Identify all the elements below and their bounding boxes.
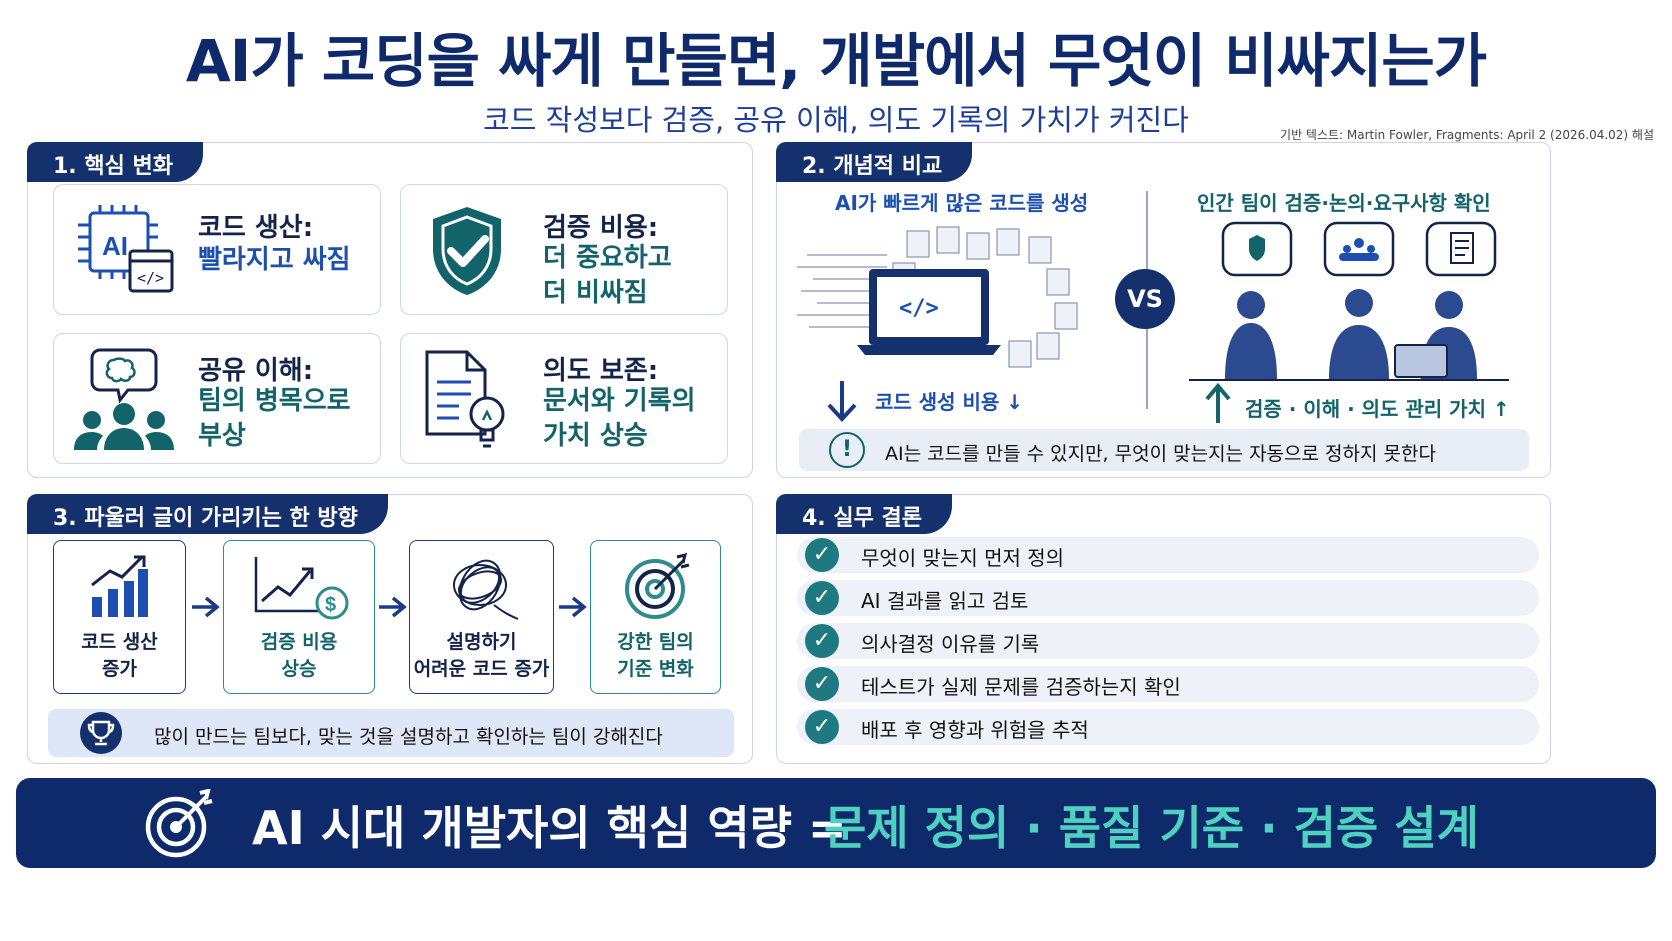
arrow-right-icon [192,596,220,618]
step-line2: 증가 [102,658,137,680]
step-line2: 상승 [281,658,317,680]
card-verification-cost: 검증 비용: 더 중요하고 더 비싸짐 [400,184,728,315]
svg-text:</>: </> [137,269,164,287]
team-brain-icon [74,348,174,450]
arrow-right-icon [379,596,407,618]
check-icon: ✓ [805,710,839,744]
concept-note: ! AI는 코드를 만들 수 있지만, 무엇이 맞는지는 자동으로 정하지 못한… [799,429,1529,471]
checklist-item: ✓ 의사결정 이유를 기록 [797,623,1539,659]
footer-lead: AI 시대 개발자의 핵심 역량 = [252,801,847,855]
checklist-item: ✓ 배포 후 영향과 위험을 추적 [797,709,1539,745]
step-line2: 기준 변화 [617,658,694,680]
checklist-item: ✓ AI 결과를 읽고 검토 [797,580,1539,616]
card-body: 팀의 병목으로 부상 [198,386,351,451]
arrow-up-icon [1205,383,1231,423]
code-generation-illustration: </> [797,226,1078,368]
card-body: 더 중요하고 더 비싸짐 [543,243,672,308]
card-body: 문서와 기록의 가치 상승 [543,386,696,451]
footer-banner: AI 시대 개발자의 핵심 역량 = 문제 정의 · 품질 기준 · 검증 설계 [16,778,1656,868]
card-title: 검증 비용: [543,213,659,243]
panel-tag: 1. 핵심 변화 [27,142,203,182]
step-line2: 어려운 코드 증가 [413,658,550,680]
target-icon [145,789,213,858]
svg-text:AI: AI [102,231,128,261]
step-line1: 강한 팀의 [617,631,694,653]
card-title: 코드 생산: [198,213,314,243]
checklist-text: 테스트가 실제 문제를 검증하는지 확인 [861,675,1181,699]
source-note: 기반 텍스트: Martin Fowler, Fragments: April … [1280,128,1654,142]
panel-tag: 4. 실무 결론 [776,494,952,534]
panel-concept-compare: 2. 개념적 비교 AI가 빠르게 많은 코드를 생성 인간 팀이 검증·논의·… [776,142,1551,478]
team-review-illustration [1189,221,1509,381]
vs-badge: VS [1115,269,1175,329]
cost-rise-icon: $ [254,557,349,620]
arrow-down-icon [827,381,857,422]
card-body: 빨라지고 싸짐 [198,245,351,275]
svg-text:</>: </> [899,296,939,321]
trophy-icon [80,712,122,754]
left-caption: 코드 생성 비용 ↓ [875,390,1024,414]
right-caption: 검증 · 이해 · 의도 관리 가치 ↑ [1245,397,1510,421]
checklist-text: 의사결정 이유를 기록 [861,632,1040,656]
note-text: 많이 만드는 팀보다, 맞는 것을 설명하고 확인하는 팀이 강해진다 [154,726,663,748]
checklist-text: 배포 후 영향과 위험을 추적 [861,718,1089,742]
panel-tag: 2. 개념적 비교 [776,142,973,182]
document-lightbulb-icon [425,350,505,448]
checklist-text: 무엇이 맞는지 먼저 정의 [861,546,1065,570]
step-line1: 검증 비용 [260,631,338,653]
page-subtitle: 코드 작성보다 검증, 공유 이해, 의도 기록의 가치가 커진다 [483,103,1189,137]
card-title: 공유 이해: [198,356,314,386]
check-icon: ✓ [805,667,839,701]
checklist-item: ✓ 테스트가 실제 문제를 검증하는지 확인 [797,666,1539,702]
step-line1: 설명하기 [446,631,517,653]
checklist-text: AI 결과를 읽고 검토 [861,589,1029,613]
checklist-item: ✓ 무엇이 맞는지 먼저 정의 [797,537,1539,573]
left-heading: AI가 빠르게 많은 코드를 생성 [835,191,1089,215]
note-text: AI는 코드를 만들 수 있지만, 무엇이 맞는지는 자동으로 정하지 못한다 [885,443,1436,465]
card-code-production: AI </> 코드 생산: 빨라지고 싸짐 [53,184,381,315]
footer-highlight: 문제 정의 · 품질 기준 · 검증 설계 [824,801,1479,855]
card-intent-preservation: 의도 보존: 문서와 기록의 가치 상승 [400,333,728,464]
page-title: AI가 코딩을 싸게 만들면, 개발에서 무엇이 비싸지는가 [185,27,1487,95]
arrow-right-icon [559,596,587,618]
check-icon: ✓ [805,624,839,658]
card-shared-understanding: 공유 이해: 팀의 병목으로 부상 [53,333,381,464]
step-line1: 코드 생산 [81,631,158,653]
target-icon [625,553,690,619]
right-heading: 인간 팀이 검증·논의·요구사항 확인 [1197,191,1491,215]
tangle-icon [453,559,519,620]
check-icon: ✓ [805,581,839,615]
growth-chart-icon [91,555,148,617]
direction-note: 많이 만드는 팀보다, 맞는 것을 설명하고 확인하는 팀이 강해진다 [48,709,734,757]
svg-text:$: $ [325,594,336,616]
check-icon: ✓ [805,538,839,572]
exclamation-icon: ! [829,432,865,468]
shield-check-icon [433,207,501,295]
panel-practical-conclusion: 4. 실무 결론 ✓ 무엇이 맞는지 먼저 정의 ✓ AI 결과를 읽고 검토 ✓ 의… [776,494,1551,764]
card-title: 의도 보존: [543,356,659,386]
ai-chip-code-icon: AI </> [78,205,174,293]
panel-tag: 3. 파울러 글이 가리키는 한 방향 [27,494,388,534]
panel-core-change: 1. 핵심 변화 AI </> 코드 생산: 빨라지고 싸짐 검증 비용: 더 … [27,142,753,478]
